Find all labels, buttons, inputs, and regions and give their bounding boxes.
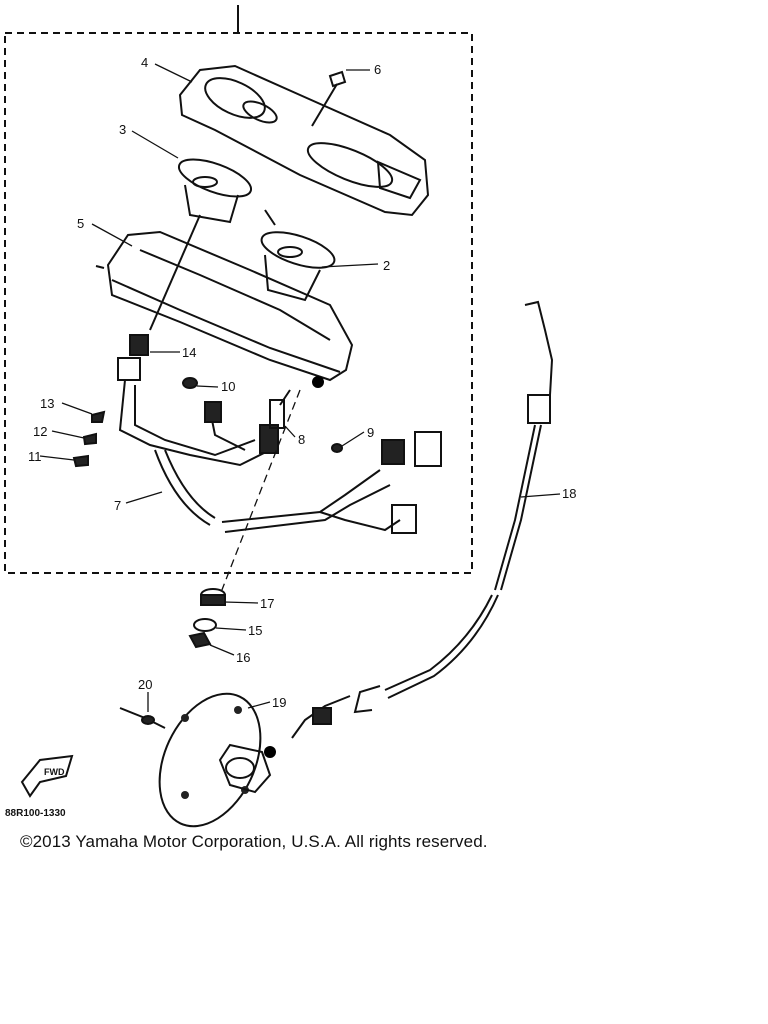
speedometer-cable[interactable] — [291, 300, 554, 739]
socket-8[interactable] — [269, 389, 291, 429]
center-line — [217, 389, 301, 601]
grommet-10[interactable] — [182, 377, 198, 389]
part-label-16: 16 — [236, 650, 250, 665]
part-label-2: 2 — [383, 258, 390, 273]
fwd-label: FWD — [44, 767, 65, 777]
bulb-12[interactable] — [82, 432, 97, 446]
nut-16[interactable] — [188, 631, 212, 649]
part-label-9: 9 — [367, 425, 374, 440]
part-label-19: 19 — [272, 695, 286, 710]
screw-6[interactable] — [311, 70, 347, 127]
assembly-boundary — [4, 32, 473, 574]
screw-9[interactable] — [331, 443, 343, 453]
part-label-11: 11 — [28, 449, 42, 464]
socket-14[interactable] — [117, 334, 149, 381]
part-label-5: 5 — [77, 216, 84, 231]
part-label-4: 4 — [141, 55, 148, 70]
grommet-17[interactable] — [200, 588, 226, 606]
part-label-10: 10 — [221, 379, 235, 394]
part-label-13: 13 — [40, 396, 54, 411]
tachometer[interactable] — [149, 152, 255, 331]
part-label-8: 8 — [298, 432, 305, 447]
part-label-7: 7 — [114, 498, 121, 513]
part-label-6: 6 — [374, 62, 381, 77]
copyright-notice: ©2013 Yamaha Motor Corporation, U.S.A. A… — [20, 832, 488, 851]
part-label-14: 14 — [182, 345, 196, 360]
part-label-3: 3 — [119, 122, 126, 137]
meter-cover[interactable] — [178, 64, 430, 217]
part-label-20: 20 — [138, 677, 152, 692]
pin-20[interactable] — [119, 707, 166, 729]
callouts: 4 6 3 5 2 14 10 13 12 11 8 9 7 17 15 16 … — [28, 2, 576, 712]
meter-case[interactable] — [95, 230, 354, 388]
fwd-arrow-icon: FWD — [20, 754, 74, 798]
speedometer[interactable] — [258, 209, 339, 302]
part-label-15: 15 — [248, 623, 262, 638]
speedometer-gear[interactable] — [140, 678, 281, 843]
wire-harness[interactable] — [118, 379, 442, 534]
nut-11[interactable] — [72, 454, 89, 468]
part-label-17: 17 — [260, 596, 274, 611]
washer-15[interactable] — [193, 618, 217, 632]
drawing-code: 88R100-1330 — [5, 808, 66, 819]
part-label-12: 12 — [33, 424, 47, 439]
part-label-18: 18 — [562, 486, 576, 501]
bulb-13[interactable] — [91, 410, 106, 423]
part-label-1: 1 — [244, 2, 245, 4]
